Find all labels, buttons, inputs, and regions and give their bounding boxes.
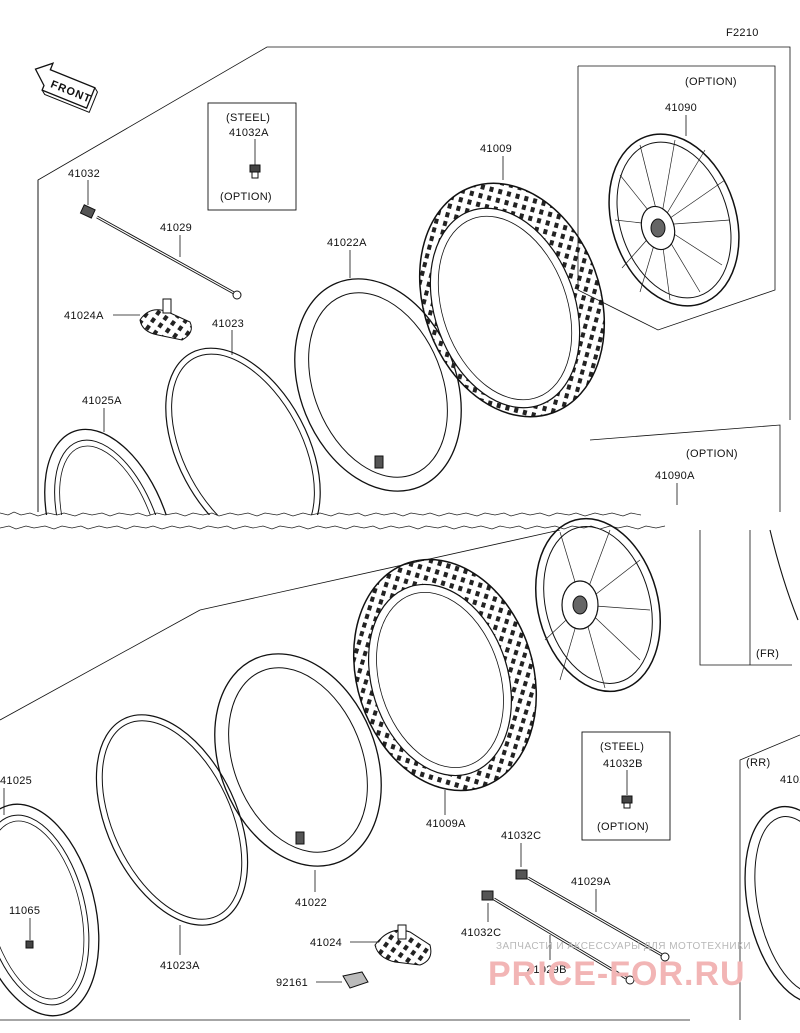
watermark: ЗАПЧАСТИ И АКСЕССУАРЫ ДЛЯ МОТОТЕХНИКИ PR… [488, 941, 751, 993]
inset-bottom-option: (OPTION) [597, 821, 649, 833]
wheel-41090A: (OPTION) 41090A (FR) [534, 448, 799, 693]
part-92161: 92161 [276, 971, 369, 989]
watermark-tagline: ЗАПЧАСТИ И АКСЕССУАРЫ ДЛЯ МОТОТЕХНИКИ [496, 941, 751, 952]
inset-bottom-part: 41032B [603, 758, 643, 770]
tube-41022: 41022 [214, 653, 382, 909]
figure-code: F2210 [726, 27, 759, 39]
inset-bottom-steel: (STEEL) [600, 741, 644, 753]
label-41024A: 41024A [64, 310, 104, 322]
frame-lines [0, 46, 800, 1021]
rim-41025A: 41025A [44, 395, 176, 515]
label-41025: 41025 [0, 775, 32, 787]
inset-top-steel: (STEEL) [226, 112, 270, 124]
label-41032C-top: 41032C [501, 830, 541, 842]
label-41023: 41023 [212, 318, 244, 330]
label-41025-right: 41025 [780, 774, 800, 786]
spokes-41029A-41029B: 41032C 41029A 41032C 41029B [461, 830, 670, 985]
rim-tape-41023A: 41023A [95, 714, 249, 972]
rim-band-41024: 41024 [310, 924, 432, 966]
label-41090A: 41090A [655, 470, 695, 482]
front-arrow-icon: FRONT [34, 62, 99, 114]
label-41032: 41032 [68, 168, 100, 180]
option-mid: (OPTION) [686, 448, 738, 460]
rear-section: (RR) 41025 [744, 757, 800, 1005]
rim-tape-41023: 41023 [165, 318, 321, 515]
section-rear: (RR) [746, 757, 770, 769]
spoke-41029: 41032 41029 [68, 168, 242, 300]
tire-41009: 41009 [418, 143, 606, 418]
label-41024: 41024 [310, 937, 342, 949]
label-41023A: 41023A [160, 960, 200, 972]
cut-band [0, 511, 800, 530]
label-41025A: 41025A [82, 395, 122, 407]
nipple-steel-icon [249, 164, 261, 179]
label-41029B: 41029B [527, 964, 567, 976]
label-41022: 41022 [295, 897, 327, 909]
label-41090: 41090 [665, 102, 697, 114]
label-41009A: 41009A [426, 818, 466, 830]
inset-top-part: 41032A [229, 127, 269, 139]
label-11065: 11065 [9, 905, 40, 917]
rim-band-41024A: 41024A [64, 298, 192, 341]
label-41022A: 41022A [327, 237, 367, 249]
label-41032C-bottom: 41032C [461, 927, 501, 939]
label-41029: 41029 [160, 222, 192, 234]
tube-41022A: 41022A [294, 237, 462, 492]
tire-41009A: 41009A [352, 558, 538, 830]
wheel-41090: (OPTION) 41090 [577, 65, 776, 331]
option-top: (OPTION) [685, 76, 737, 88]
label-92161: 92161 [276, 977, 308, 989]
label-41009: 41009 [480, 143, 512, 155]
inset-steel-top: (STEEL) 41032A (OPTION) [207, 102, 297, 211]
label-41029A: 41029A [571, 876, 611, 888]
watermark-logo: PRICE-FOR.RU [488, 955, 746, 993]
inset-steel-bottom: (STEEL) 41032B (OPTION) [581, 731, 671, 841]
section-front: (FR) [756, 648, 779, 660]
rim-41025: 41025 11065 [0, 775, 100, 1017]
inset-top-option: (OPTION) [220, 191, 272, 203]
